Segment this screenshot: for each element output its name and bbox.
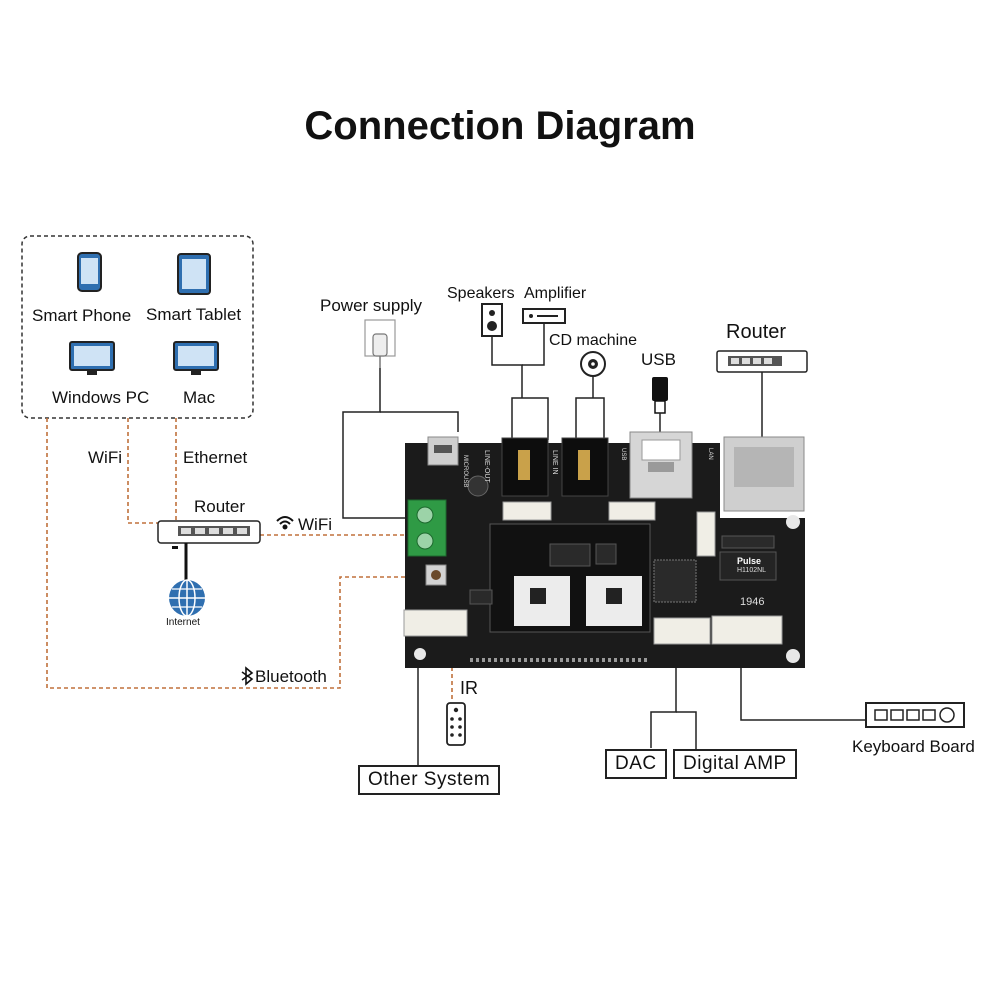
keyboard-board-label: Keyboard Board: [852, 737, 975, 756]
speakers-icon: [481, 303, 503, 337]
ir-remote-icon: [446, 702, 466, 746]
chip-code-text: 1946: [740, 596, 765, 608]
jst-connector: [403, 609, 468, 637]
wifi-link-line: [127, 418, 160, 524]
internet-label: Internet: [166, 617, 200, 628]
usb-stick-icon: [652, 377, 668, 414]
router-left-label: Router: [194, 497, 246, 516]
pcb-board: [403, 431, 805, 668]
router-right-label: Router: [726, 321, 787, 343]
amplifier-label: Amplifier: [524, 285, 587, 302]
line-out-text: LINE-OUT: [483, 450, 490, 483]
cd-machine-label: CD machine: [549, 332, 638, 349]
ir-label: IR: [460, 678, 478, 698]
main-chip: [653, 559, 697, 603]
bluetooth-icon: [241, 666, 254, 686]
bluetooth-label: Bluetooth: [255, 667, 327, 686]
keyboard-board-icon: [865, 702, 965, 728]
dac-line: [650, 640, 677, 748]
jst-connector: [502, 501, 552, 521]
jst-connector: [696, 511, 716, 557]
digital-amp-label: Digital AMP: [673, 749, 797, 779]
wifi-icon: [276, 516, 294, 530]
windows-pc-label: Windows PC: [52, 388, 150, 407]
power-supply-label: Power supply: [320, 296, 423, 315]
mac-label: Mac: [183, 388, 216, 407]
router-left-icon: [157, 520, 261, 544]
page-title: Connection Diagram: [304, 104, 696, 148]
dac-label: DAC: [605, 749, 667, 779]
smart-phone-label: Smart Phone: [32, 306, 132, 325]
speakers-label: Speakers: [447, 285, 515, 302]
smart-tablet-label: Smart Tablet: [146, 305, 242, 324]
bluetooth-link-line: [46, 418, 440, 689]
router-wifi-label: WiFi: [298, 515, 332, 534]
power-terminal: [407, 499, 447, 557]
smart-phone-icon: [77, 252, 102, 292]
router-right-icon: [716, 350, 808, 373]
pulse-transformer: [719, 551, 777, 581]
jst-connector: [608, 501, 656, 521]
usb-port-text: USB: [620, 448, 626, 461]
speaker-line: [491, 336, 523, 398]
wifi-label: WiFi: [88, 448, 122, 467]
power-supply-icon: [364, 319, 396, 368]
ethernet-label: Ethernet: [183, 448, 248, 467]
internet-globe-icon: [169, 579, 205, 617]
power-line: [342, 368, 420, 519]
line-in-text: LINE IN: [551, 450, 558, 475]
amplifier-line: [522, 323, 545, 366]
micro-usb-text: MICROUSB: [462, 455, 468, 488]
device-group-box: [21, 235, 254, 419]
lineout-line-2: [522, 397, 549, 440]
pulse-brand-text: Pulse: [737, 556, 762, 566]
mac-icon: [173, 341, 219, 375]
lineout-line: [511, 397, 522, 440]
jst-connector: [711, 615, 783, 645]
other-system-label: Other System: [358, 765, 501, 795]
linein-line: [575, 397, 605, 440]
digital-amp-line: [676, 711, 697, 750]
smart-tablet-icon: [177, 253, 211, 295]
jst-connector: [653, 617, 711, 645]
usb-label: USB: [641, 350, 676, 369]
amplifier-icon: [522, 308, 566, 324]
power-line-2: [380, 411, 459, 432]
cd-machine-icon: [580, 351, 606, 377]
lan-port-text: LAN: [707, 448, 713, 460]
windows-pc-icon: [69, 341, 115, 375]
pulse-part-text: H1102NL: [737, 567, 767, 574]
